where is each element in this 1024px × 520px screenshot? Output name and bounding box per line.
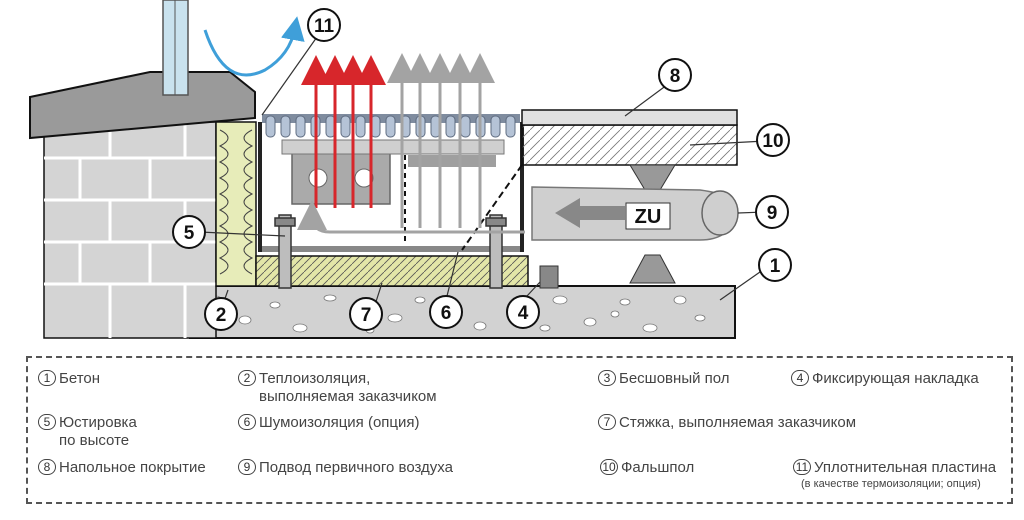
cool-air-arrow-icon	[297, 53, 525, 234]
legend-text-2: по высоте	[59, 432, 130, 449]
legend-num: 3	[598, 370, 616, 386]
callout-2	[204, 297, 238, 331]
callout-6	[429, 295, 463, 329]
callout-10	[756, 123, 790, 157]
warm-air-arrow-icon	[301, 55, 386, 208]
floor-convector-diagram: ZU 1 2 4 5 6 7 8 9 10 11	[29, 0, 792, 339]
floor-support-top	[629, 164, 676, 191]
legend-text: Бесшовный пол	[619, 370, 730, 387]
legend-num: 6	[238, 414, 256, 430]
callout-9	[755, 195, 789, 229]
legend-text: Юстировка	[59, 414, 137, 431]
zu-label: ZU	[635, 206, 662, 228]
fixing-plate	[539, 265, 559, 289]
callout-7-label: 7	[361, 305, 372, 326]
floor-support-bottom	[629, 254, 676, 284]
callout-6-label: 6	[441, 303, 452, 324]
legend-num: 11	[793, 459, 811, 475]
window-sill	[29, 71, 256, 140]
callout-10-label: 10	[762, 131, 783, 152]
heat-exchanger	[291, 151, 391, 205]
callout-8-label: 8	[670, 66, 681, 87]
legend-text: Стяжка, выполняемая заказчиком	[619, 414, 857, 431]
fan-unit	[408, 155, 496, 167]
callout-11-label: 11	[314, 16, 335, 37]
legend-num: 9	[238, 459, 256, 475]
floor-covering	[521, 109, 738, 126]
primary-air-duct: ZU	[531, 186, 739, 241]
legend-num: 7	[598, 414, 616, 430]
legend-num: 4	[791, 370, 809, 386]
callout-9-label: 9	[767, 203, 778, 224]
callout-7	[349, 297, 383, 331]
callout-5-label: 5	[184, 223, 195, 244]
window-airflow-arrow-icon	[203, 16, 305, 77]
legend-num: 1	[38, 370, 56, 386]
legend-text: Шумоизоляция (опция)	[259, 414, 420, 431]
concrete-slab	[189, 285, 736, 339]
brick-wall	[43, 121, 217, 339]
callout-11	[307, 8, 341, 42]
legend-text: Напольное покрытие	[59, 459, 206, 476]
legend-num: 5	[38, 414, 56, 430]
legend-num: 8	[38, 459, 56, 475]
callout-4-label: 4	[518, 303, 529, 324]
legend-text: Теплоизоляция,	[259, 370, 371, 387]
legend-num: 10	[600, 459, 618, 475]
legend-text-2: выполняемая заказчиком	[259, 388, 437, 405]
callout-1	[758, 248, 792, 282]
legend-text: Бетон	[59, 370, 101, 387]
callout-2-label: 2	[216, 305, 227, 326]
legend-text: Фальшпол	[621, 459, 695, 476]
legend-text: Уплотнительная пластина	[814, 459, 997, 476]
callout-1-label: 1	[770, 256, 781, 277]
legend-text: Фиксирующая накладка	[812, 370, 979, 387]
legend-text: Подвод первичного воздуха	[259, 459, 453, 476]
callout-5	[172, 215, 206, 249]
callout-8	[658, 58, 692, 92]
callout-4	[506, 295, 540, 329]
legend-num: 2	[238, 370, 256, 386]
legend-note: (в качестве термоизоляции; опция)	[801, 478, 981, 490]
wall-insulation	[215, 121, 257, 287]
raised-floor	[521, 124, 738, 166]
